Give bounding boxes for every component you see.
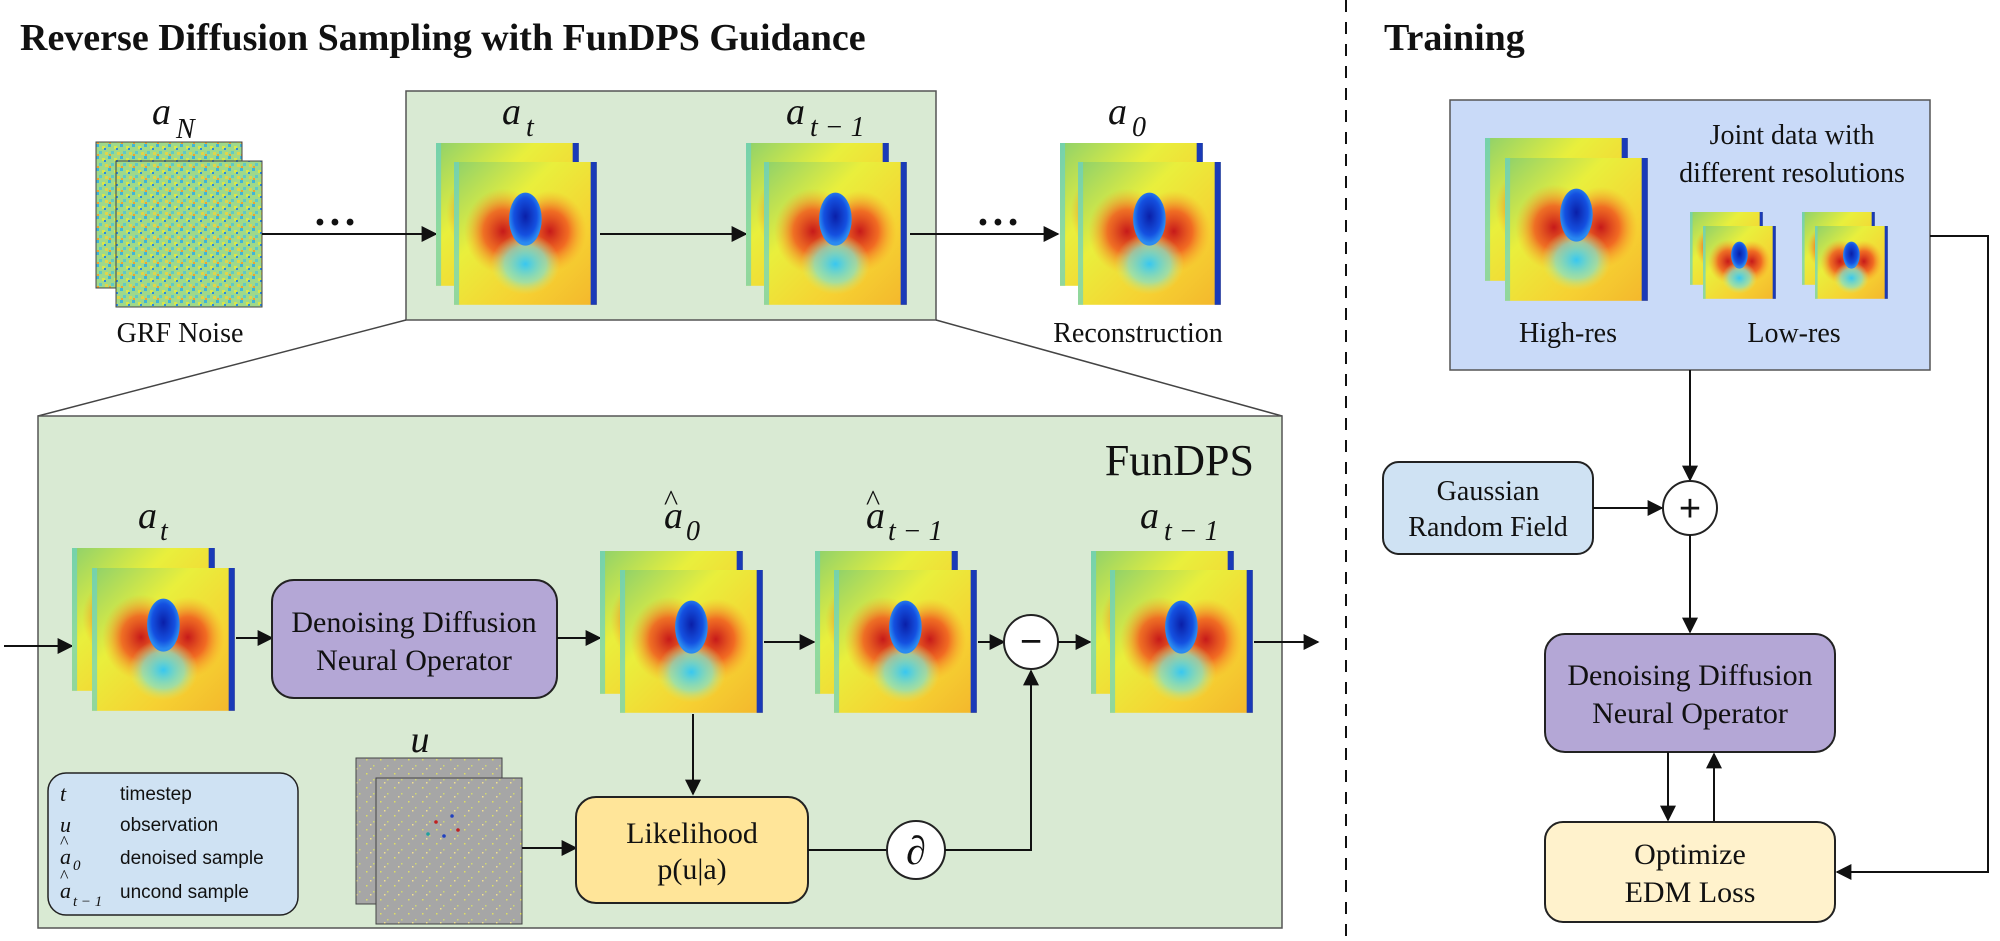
plus-symbol: + <box>1679 488 1701 530</box>
atm1hat-image-panel <box>815 551 977 713</box>
atm1-symbol-panel: a <box>1140 495 1159 537</box>
atm1-subscript-top: t − 1 <box>810 112 865 143</box>
a0hat-symbol: a <box>664 495 683 537</box>
arrow-partial-to-minus <box>945 669 1039 851</box>
at-image-panel <box>72 548 235 711</box>
a0-subscript-top: 0 <box>1132 112 1146 143</box>
at-symbol-top: a <box>502 91 521 133</box>
aN-subscript: N <box>175 114 196 145</box>
legend-sym-3: a <box>60 844 71 869</box>
ddno-left-line1: Denoising Diffusion <box>291 606 536 639</box>
at-subscript-panel: t <box>160 516 169 547</box>
joint-line2: different resolutions <box>1679 158 1905 189</box>
atm1hat-symbol: a <box>866 495 885 537</box>
atm1-subscript-panel: t − 1 <box>1164 516 1219 547</box>
grf-line2: Random Field <box>1408 512 1567 543</box>
ellipsis-left: • • • <box>316 209 355 236</box>
legend-sub-4: t − 1 <box>73 894 102 910</box>
legend-sym-2: u <box>60 812 71 837</box>
reconstruction-caption: Reconstruction <box>1053 318 1223 349</box>
legend-sym-1: t <box>60 781 67 806</box>
at-symbol-panel: a <box>138 495 157 537</box>
grf-noise-caption: GRF Noise <box>117 318 244 349</box>
legend-sub-3: 0 <box>73 858 81 874</box>
joint-line1: Joint data with <box>1710 120 1875 151</box>
fundps-title: FunDPS <box>1105 436 1254 485</box>
partial-symbol: ∂ <box>906 828 926 873</box>
at-image-top <box>436 143 597 305</box>
a0hat-image-panel <box>600 551 763 713</box>
grf-line1: Gaussian <box>1437 476 1540 507</box>
ddno-box-right <box>1544 633 1836 753</box>
atm1-image-panel <box>1091 551 1253 713</box>
a0-image-top <box>1060 143 1221 305</box>
a0hat-subscript: 0 <box>686 516 700 547</box>
right-title: Training <box>1384 17 1525 59</box>
zoom-line-right <box>935 319 1283 417</box>
aN-symbol: a <box>152 91 171 133</box>
arrow-joint-to-optimize <box>1835 235 1989 880</box>
legend-box <box>47 772 299 916</box>
legend-desc-2: observation <box>120 815 218 836</box>
lowres-caption: Low-res <box>1747 318 1840 349</box>
u-symbol: u <box>411 719 430 761</box>
legend-desc-3: denoised sample <box>120 848 264 869</box>
legend-hat-4: ^ <box>60 866 69 886</box>
left-title: Reverse Diffusion Sampling with FunDPS G… <box>20 17 866 59</box>
legend-hat-3: ^ <box>60 832 69 852</box>
at-subscript-top: t <box>526 112 535 143</box>
legend-desc-4: uncond sample <box>120 882 249 903</box>
zoom-line-left <box>37 319 407 417</box>
ddno-left-line2: Neural Operator <box>316 644 512 677</box>
likelihood-line2: p(u|a) <box>657 853 726 886</box>
atm1hat-hat: ^ <box>866 484 880 517</box>
ddno-right-line2: Neural Operator <box>1592 697 1788 730</box>
likelihood-box <box>575 796 809 904</box>
legend-sym-4: a <box>60 878 71 903</box>
atm1hat-subscript: t − 1 <box>888 516 943 547</box>
legend-entries: t timestep u observation ^ a 0 denoised … <box>60 781 264 910</box>
grf-noise-image <box>95 141 263 308</box>
optimize-line2: EDM Loss <box>1625 876 1756 909</box>
minus-symbol: − <box>1020 621 1042 663</box>
highres-caption: High-res <box>1519 318 1617 349</box>
optimize-line1: Optimize <box>1634 838 1746 871</box>
observation-image <box>355 757 523 925</box>
legend-desc-1: timestep <box>120 784 192 805</box>
ellipsis-right: • • • <box>979 209 1018 236</box>
atm1-image-top <box>746 143 907 305</box>
highres-image <box>1485 138 1648 301</box>
a0hat-hat: ^ <box>664 484 678 517</box>
ddno-right-line1: Denoising Diffusion <box>1567 659 1812 692</box>
likelihood-line1: Likelihood <box>626 817 758 850</box>
a0-symbol-top: a <box>1108 91 1127 133</box>
ddno-box-left <box>271 579 558 699</box>
atm1-symbol-top: a <box>786 91 805 133</box>
optimize-box <box>1544 821 1836 923</box>
